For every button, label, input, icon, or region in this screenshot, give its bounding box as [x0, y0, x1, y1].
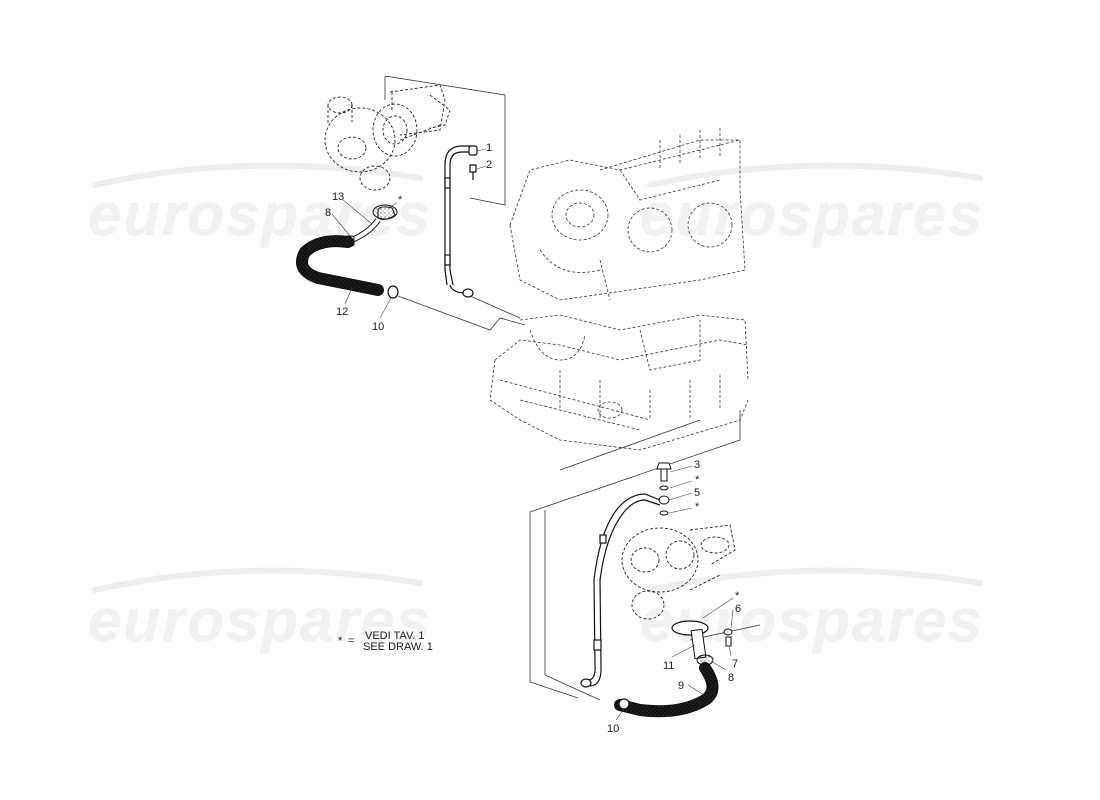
callout-star-upper: * [398, 194, 403, 206]
callout-5: 5 [694, 487, 701, 499]
callout-2: 2 [486, 159, 493, 171]
callout-star-3: * [695, 474, 700, 486]
leader-lines [331, 148, 734, 721]
callout-3: 3 [694, 459, 701, 471]
callout-9: 9 [678, 680, 685, 692]
upper-turbocharger [324, 84, 451, 191]
block-guide-line [529, 410, 741, 513]
callout-8-lower: 8 [728, 672, 735, 684]
upper-return-hose [296, 204, 399, 299]
callout-12: 12 [336, 306, 349, 318]
callout-7: 7 [732, 658, 739, 670]
upper-feed-pipe [444, 145, 478, 298]
lower-feed-pipe [580, 493, 661, 688]
upper-leader-frame [384, 75, 506, 206]
lower-turbocharger [621, 524, 736, 620]
note-equals: = [348, 635, 355, 647]
watermark-swoosh [92, 162, 983, 593]
callout-13: 13 [332, 191, 345, 203]
note-line-2: SEE DRAW. 1 [363, 641, 433, 653]
callout-11: 11 [663, 660, 675, 672]
callout-10-lower: 10 [607, 723, 620, 735]
callout-8-upper: 8 [325, 207, 332, 219]
callout-star-6: * [735, 590, 740, 602]
bolt-3 [656, 462, 672, 516]
legend-note: VEDI TAV. 1 * = SEE DRAW. 1 [338, 631, 433, 653]
lower-return-hose [614, 620, 733, 718]
upper-guide-line [397, 295, 526, 331]
callout-star-5: * [695, 501, 700, 513]
callout-10-upper: 10 [372, 321, 385, 333]
note-symbol: * [338, 635, 343, 647]
note-line-1: VEDI TAV. 1 [365, 630, 425, 642]
lower-guide-line [529, 510, 761, 701]
callout-6: 6 [735, 603, 742, 615]
callout-1: 1 [486, 142, 493, 154]
